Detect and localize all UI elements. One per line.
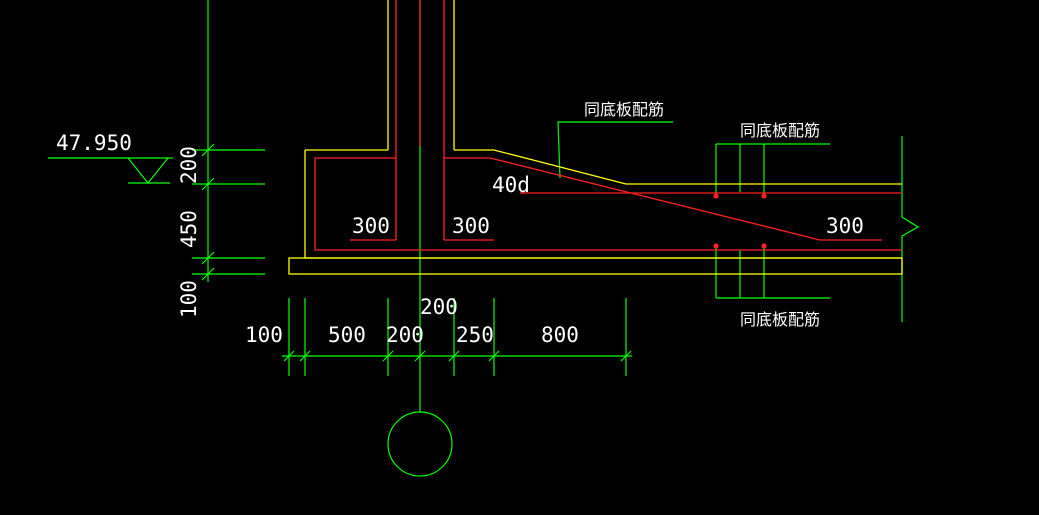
cushion-layer <box>288 257 903 275</box>
anchor-length-label: 40d <box>492 173 530 197</box>
concrete-outline <box>288 0 903 275</box>
vertical-dim-200: 200 <box>177 146 201 184</box>
green-linework <box>48 0 920 477</box>
rebar-dots <box>713 193 767 249</box>
ext-label-left: 300 <box>352 214 390 238</box>
dim-label-100: 100 <box>245 323 283 347</box>
dim-label-250: 250 <box>456 323 494 347</box>
axis-bubble <box>387 411 453 477</box>
vertical-dim-100: 100 <box>177 280 201 318</box>
dim-label-800: 800 <box>541 323 579 347</box>
ext-label-right: 300 <box>826 214 864 238</box>
dim-label-200: 200 <box>386 323 424 347</box>
vertical-dim-450: 450 <box>177 210 201 248</box>
note-bottom-right: 同底板配筋 <box>740 310 820 329</box>
dim-label-200-above: 200 <box>420 295 458 319</box>
note-top-left: 同底板配筋 <box>584 100 664 119</box>
note-top-right: 同底板配筋 <box>740 121 820 140</box>
dim-label-500: 500 <box>328 323 366 347</box>
elevation-label: 47.950 <box>56 131 132 155</box>
note-leader-1 <box>557 121 673 179</box>
break-line <box>901 136 920 322</box>
reinforcement <box>314 0 902 251</box>
ext-label-mid: 300 <box>452 214 490 238</box>
elevation-triangle <box>127 157 169 184</box>
